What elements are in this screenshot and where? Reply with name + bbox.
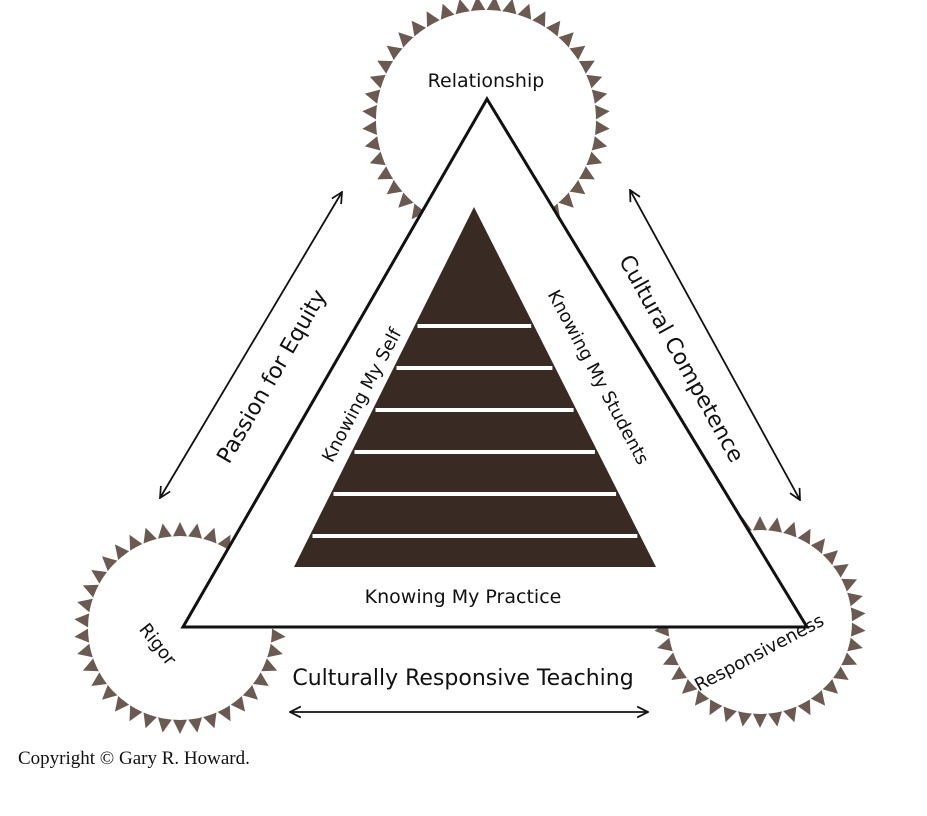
edge-label-culturally-responsive-teaching: Culturally Responsive Teaching [292,666,633,691]
node-label-relationship: Relationship [428,70,545,92]
pyramid-bands [312,324,638,538]
arrow-passion-for-equity [160,192,342,498]
inner-pyramid [294,207,656,567]
copyright-notice: Copyright © Gary R. Howard. [18,748,250,769]
arrow-cultural-competence [630,190,800,500]
inner-label-knowing-my-practice: Knowing My Practice [365,586,562,608]
